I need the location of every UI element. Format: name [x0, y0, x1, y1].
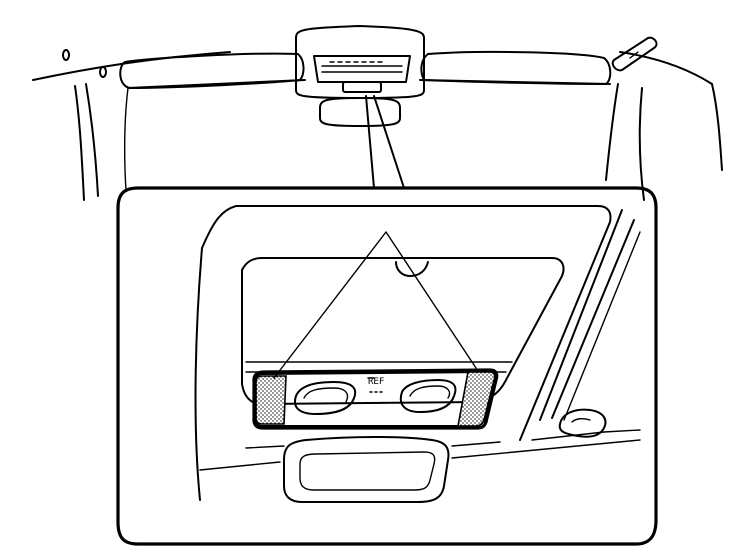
console-inner-small	[313, 55, 411, 83]
console-marking: REF	[368, 377, 384, 387]
rearview-mirror	[319, 97, 401, 127]
console-housing-small	[295, 25, 425, 99]
headliner-left-edge	[194, 247, 203, 501]
trim-right-stipple	[457, 371, 496, 427]
magnify-triangle	[273, 231, 477, 379]
trim-left-stipple	[255, 375, 287, 425]
callout-leader	[365, 95, 405, 189]
map-lamp-left-inner	[303, 387, 349, 403]
headliner-lower-line	[199, 439, 641, 471]
dome-light-outer	[283, 436, 450, 503]
map-lamp-right-inner	[409, 385, 451, 399]
right-edge	[711, 83, 723, 171]
map-lamp-left	[294, 381, 357, 415]
visor-clip-left-1	[62, 49, 70, 61]
right-clip-inner	[571, 417, 591, 423]
right-pillar	[605, 83, 619, 181]
left-pillar-inner	[85, 83, 99, 197]
pillar-right-2	[551, 219, 635, 419]
windshield-left-edge	[124, 87, 129, 191]
switch-pips	[367, 377, 383, 393]
headliner-right-curve	[519, 205, 612, 441]
console-lamp-small	[342, 81, 382, 93]
right-headliner-line	[531, 429, 641, 441]
detail-frame	[116, 186, 658, 546]
roof-line-right	[619, 51, 713, 85]
right-clip-icon	[558, 408, 607, 438]
visor-clip-left-2	[99, 66, 107, 78]
headliner-left-curve	[201, 205, 599, 249]
pillar-right-1	[539, 209, 623, 421]
dome-light-lens	[299, 451, 436, 491]
switch-bezel-outline	[252, 368, 499, 430]
console-housing-large	[241, 257, 565, 405]
overview-vehicle-interior	[32, 25, 723, 201]
left-sun-visor	[119, 52, 305, 89]
enlarged-detail-view: REF	[116, 186, 658, 546]
headliner-clip	[395, 261, 429, 277]
right-sun-visor	[420, 50, 612, 85]
left-pillar	[74, 85, 85, 201]
headliner-seam	[245, 441, 501, 449]
right-pillar-outer	[638, 87, 645, 201]
console-lamp-row	[321, 65, 403, 73]
map-lamp-right	[399, 379, 457, 413]
grab-handle-icon	[611, 36, 658, 72]
pillar-right-3	[563, 231, 641, 421]
